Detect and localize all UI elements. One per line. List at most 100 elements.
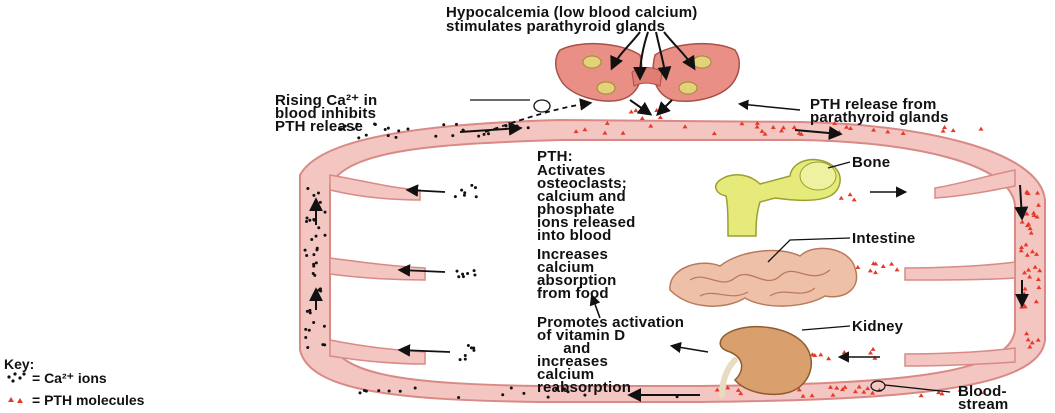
ca-ion xyxy=(359,391,362,394)
ca-ion xyxy=(377,389,380,392)
bone-head xyxy=(800,162,836,190)
ca-ion xyxy=(457,396,460,399)
ca-ion xyxy=(357,136,360,139)
parathyroid-gland xyxy=(693,56,711,68)
ca-ion xyxy=(460,189,463,192)
ca-ion xyxy=(308,219,311,222)
ca-ion xyxy=(306,187,309,190)
ca-ion xyxy=(434,135,437,138)
ca-ion xyxy=(459,358,462,361)
effect-bone-text: Activates osteoclasts; calcium and phosp… xyxy=(537,164,635,242)
ca-ion xyxy=(384,128,387,131)
ca-ion xyxy=(315,261,318,264)
ca-ion xyxy=(414,387,417,390)
ca-ion xyxy=(463,194,466,197)
ca-ion xyxy=(304,328,307,331)
organ-label-kidney: Kidney xyxy=(852,320,903,333)
organ-label-intestine: Intestine xyxy=(852,232,915,245)
ca-ion xyxy=(442,123,445,126)
ca-ion xyxy=(388,390,391,393)
ca-ion xyxy=(522,392,525,395)
pth-molecule xyxy=(658,115,663,119)
effect-intestine-text: Increases calcium absorption from food xyxy=(537,248,617,300)
ca-ion xyxy=(312,194,315,197)
ca-ion xyxy=(316,247,319,250)
ca-ion xyxy=(387,127,390,130)
ca-ion xyxy=(399,390,402,393)
ca-ion xyxy=(324,211,327,214)
ca-ion xyxy=(312,253,315,256)
pth-molecule xyxy=(654,108,659,112)
ca-ion xyxy=(516,125,519,128)
pth-molecule-swatch xyxy=(8,397,23,403)
ca-ion xyxy=(461,273,464,276)
ca-ion xyxy=(473,269,476,272)
key-title: Key: xyxy=(4,356,34,372)
pth-molecule xyxy=(629,109,634,113)
thyroid-left-lobe xyxy=(556,44,642,101)
parathyroid-glands xyxy=(556,32,740,114)
ca-ion xyxy=(475,195,478,198)
pth-molecule xyxy=(633,108,638,112)
ca-ion xyxy=(456,270,459,273)
ca-ion xyxy=(474,186,477,189)
ca-ion xyxy=(317,226,320,229)
ca-ion xyxy=(317,192,320,195)
ca-ion xyxy=(473,274,476,277)
ca-ion xyxy=(317,205,320,208)
ca-ion xyxy=(321,343,324,346)
ca-ion xyxy=(470,184,473,187)
ca-ion xyxy=(306,346,309,349)
ca-ion xyxy=(483,133,486,136)
pth-molecule xyxy=(951,128,956,132)
ca-ion xyxy=(312,321,315,324)
key-calcium-ions: = Ca²⁺ ions xyxy=(32,370,107,387)
ca-ion xyxy=(310,238,313,241)
ca-ion xyxy=(304,249,307,252)
ca-ion xyxy=(395,136,398,139)
pth-molecule xyxy=(640,116,645,120)
ca-ion xyxy=(547,396,550,399)
bloodstream-label: Blood- stream xyxy=(958,385,1008,411)
ca-ion xyxy=(487,132,490,135)
ca-ion xyxy=(472,349,475,352)
pth-release-leader xyxy=(740,104,800,110)
ca-ion xyxy=(308,309,311,312)
ca-ion xyxy=(467,344,470,347)
ca-ion xyxy=(451,134,454,137)
ca-ion xyxy=(406,128,409,131)
ca-ion xyxy=(477,135,480,138)
organ-label-bone: Bone xyxy=(852,156,890,169)
ca-ion xyxy=(462,275,465,278)
ca-ion xyxy=(636,396,639,399)
ca-ion xyxy=(304,336,307,339)
ca-ion xyxy=(312,263,315,266)
ca-ion xyxy=(319,201,322,204)
ca-ion xyxy=(387,134,390,137)
ca-ion xyxy=(510,387,513,390)
ca-ion xyxy=(305,217,308,220)
ca-ion xyxy=(457,275,460,278)
pth-molecule xyxy=(979,127,984,131)
ca-ion xyxy=(305,254,308,257)
title-line-2: stimulates parathyroid glands xyxy=(446,20,665,33)
ca-ion xyxy=(464,354,467,357)
pth-molecule xyxy=(941,129,946,133)
pth-release-label: PTH release from parathyroid glands xyxy=(810,98,949,124)
ca-ion xyxy=(305,220,308,223)
ca-ion xyxy=(455,123,458,126)
parathyroid-gland xyxy=(679,82,697,94)
ca-ion xyxy=(464,358,467,361)
ca-ion xyxy=(365,134,368,137)
thyroid-isthmus xyxy=(632,68,662,87)
ca-ion xyxy=(312,272,315,275)
inhibition-symbol xyxy=(534,100,550,112)
ca-ion xyxy=(363,389,366,392)
ca-ion xyxy=(306,310,309,313)
ca-ion-swatch xyxy=(7,372,25,382)
ca-ion xyxy=(315,235,318,238)
ca-ion xyxy=(466,272,469,275)
ca-ion xyxy=(454,195,457,198)
effect-kidney-text: Promotes activation of vitamin D and inc… xyxy=(537,316,684,394)
